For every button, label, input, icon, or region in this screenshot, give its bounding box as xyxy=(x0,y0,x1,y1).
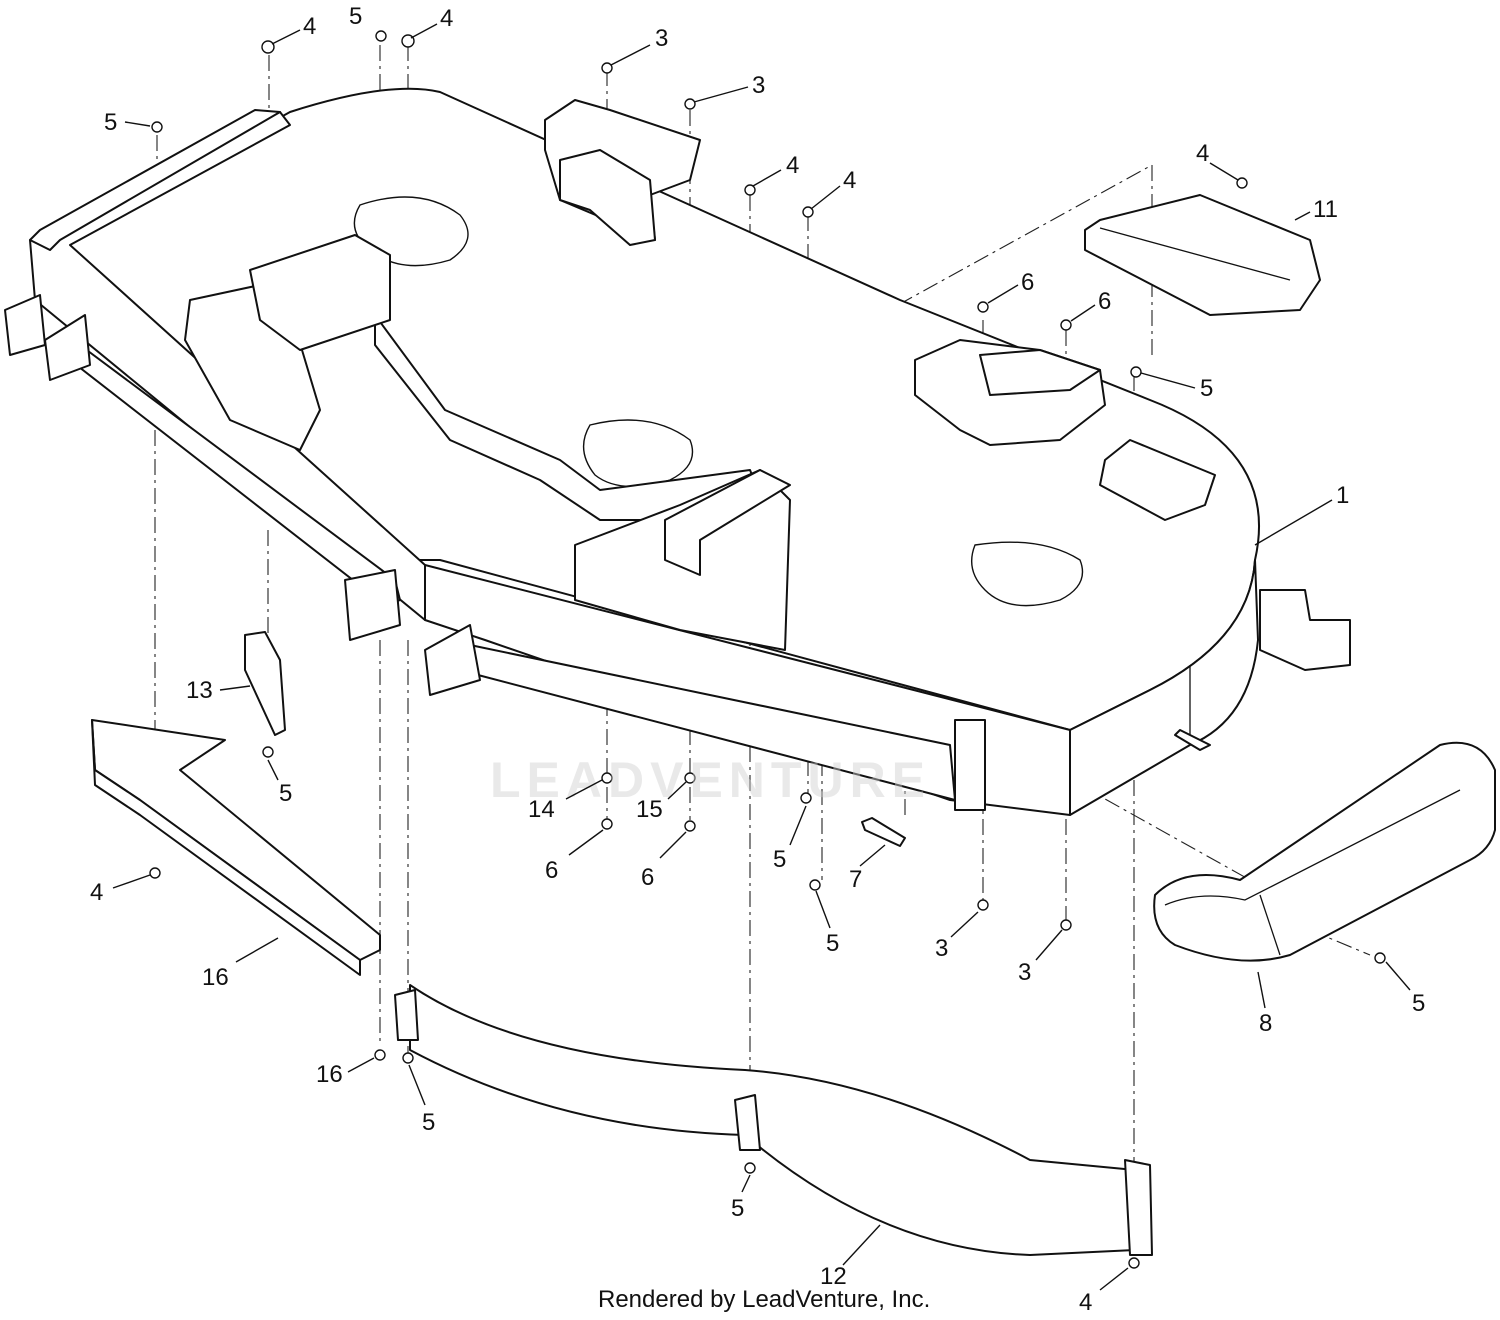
callout-label: 3 xyxy=(655,25,668,52)
callout-label: 3 xyxy=(935,935,948,962)
callout-label: 6 xyxy=(545,857,558,884)
hardware-fasteners xyxy=(149,30,1386,1269)
callout-label: 6 xyxy=(641,864,654,891)
callout-label: 8 xyxy=(1259,1010,1272,1037)
callout-label: 5 xyxy=(826,930,839,957)
callout-label: 6 xyxy=(1021,269,1034,296)
callout-label: 11 xyxy=(1313,196,1338,223)
callout-label: 1 xyxy=(1336,482,1349,509)
callout-label: 4 xyxy=(440,5,453,32)
callout-label: 4 xyxy=(843,167,856,194)
callout-label: 7 xyxy=(849,866,862,893)
callout-label: 16 xyxy=(202,964,229,991)
callout-label: 4 xyxy=(1196,140,1209,167)
rear-brackets xyxy=(544,99,1106,446)
callout-label: 5 xyxy=(1412,990,1425,1017)
deck-skirt-front xyxy=(1069,559,1259,816)
front-bumper xyxy=(1153,741,1496,962)
left-deck-support xyxy=(91,719,381,961)
callout-label: 15 xyxy=(636,796,663,823)
credit-line: Rendered by LeadVenture, Inc. xyxy=(598,1286,930,1313)
mower-deck xyxy=(4,87,1351,816)
callout-labels: 4 5 4 3 3 4 4 5 4 11 6 6 5 1 13 5 14 15 … xyxy=(90,3,1425,1316)
callout-label: 4 xyxy=(1079,1289,1092,1316)
callout-label: 6 xyxy=(1098,288,1111,315)
deck-step-plate xyxy=(1099,439,1216,521)
callout-label: 5 xyxy=(1200,375,1213,402)
callout-label: 4 xyxy=(303,13,316,40)
callout-label: 3 xyxy=(1018,959,1031,986)
callout-label: 5 xyxy=(349,3,362,30)
watermark: LEADVENTURE xyxy=(490,752,931,808)
callout-label: 12 xyxy=(820,1263,847,1290)
callout-label: 14 xyxy=(528,796,555,823)
small-bracket xyxy=(244,631,286,736)
callout-label: 5 xyxy=(773,846,786,873)
front-baffle-skirt xyxy=(409,984,1136,1256)
callout-label: 5 xyxy=(422,1109,435,1136)
callout-label: 13 xyxy=(186,677,213,704)
callout-label: 4 xyxy=(786,152,799,179)
spindle-opening xyxy=(971,541,1084,607)
callout-label: 5 xyxy=(104,109,117,136)
leader-lines xyxy=(112,23,1411,1291)
callout-label: 5 xyxy=(731,1195,744,1222)
callout-label: 3 xyxy=(752,72,765,99)
discharge-plate xyxy=(1084,194,1321,316)
callout-label: 5 xyxy=(279,780,292,807)
callout-label: 4 xyxy=(90,879,103,906)
callout-label: 16 xyxy=(316,1061,343,1088)
